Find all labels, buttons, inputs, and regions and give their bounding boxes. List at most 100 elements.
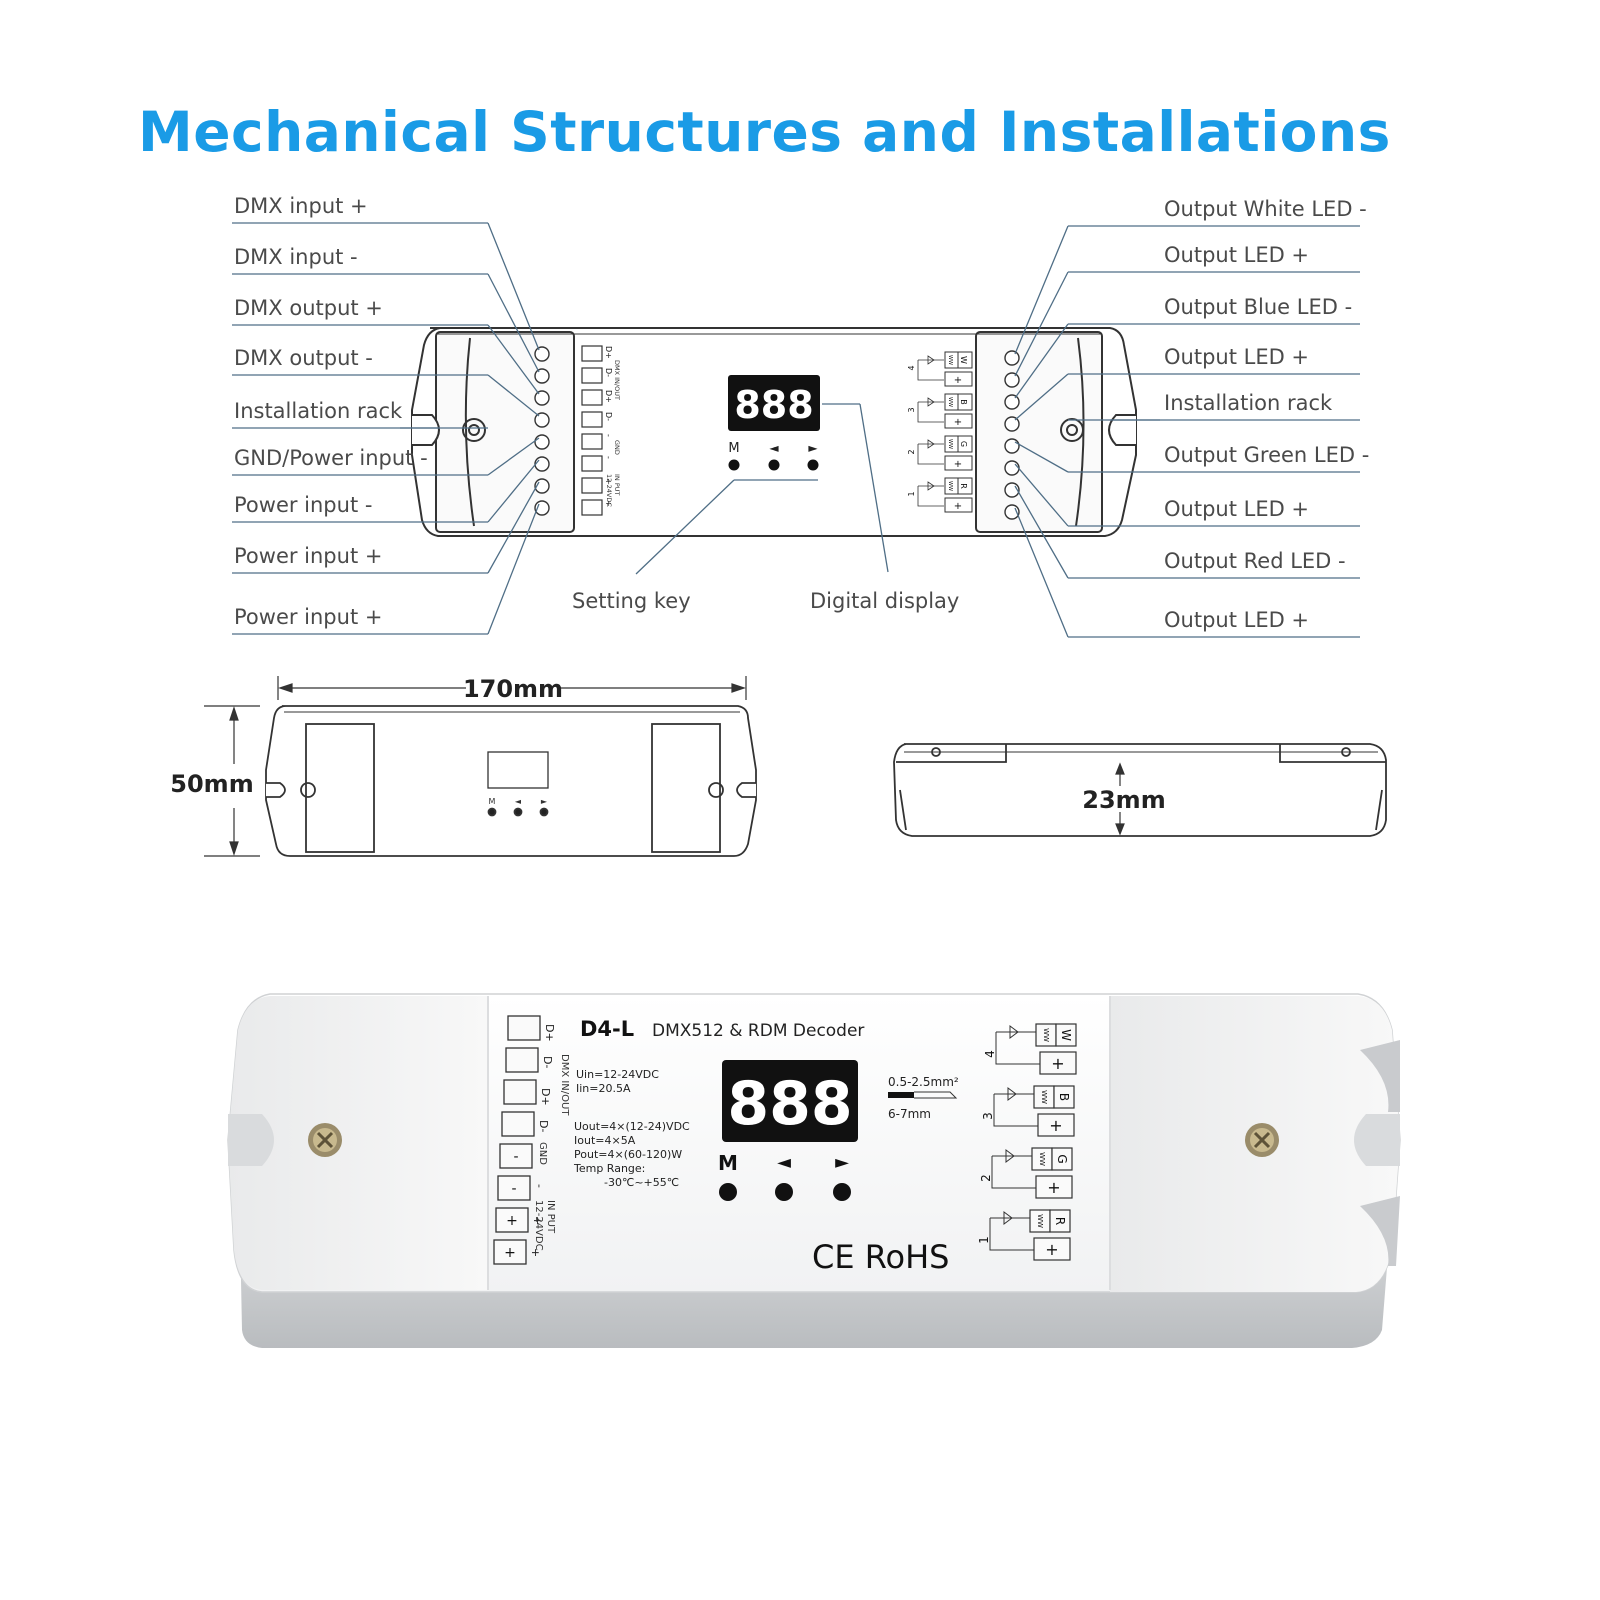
front-dim-view xyxy=(265,705,757,857)
wire-hole xyxy=(534,434,550,450)
leader-line xyxy=(487,437,540,476)
product-channel-number: 4 xyxy=(983,1050,997,1058)
product-key-right-label: ► xyxy=(835,1152,849,1173)
wire-hole xyxy=(534,390,550,406)
top-channel-1: RWW+1 xyxy=(907,477,973,513)
top-channel-plus-label: + xyxy=(954,417,962,428)
product-terminal-sign: - xyxy=(513,1149,518,1165)
product-terminal-group: DMX IN/OUT xyxy=(559,1054,570,1116)
leader-line xyxy=(487,374,540,417)
label-right-5: Output Green LED - xyxy=(1164,443,1369,467)
product-channel-color-box xyxy=(1055,1023,1077,1047)
leader-line xyxy=(487,503,540,635)
top-channel-plus-box xyxy=(944,497,973,513)
label-right-7: Output Red LED - xyxy=(1164,549,1346,573)
led-icon xyxy=(927,439,935,449)
top-keys: M ◄ ► xyxy=(728,441,819,471)
leader-line xyxy=(1014,373,1069,421)
leader-line xyxy=(1014,507,1069,638)
leader-line xyxy=(487,222,540,351)
key-left-button xyxy=(768,459,780,471)
wire-hole xyxy=(1004,460,1020,476)
dim-key-left: ◄ xyxy=(515,797,522,806)
product-terminal-box xyxy=(501,1111,535,1137)
product-channel-number: 1 xyxy=(977,1236,991,1244)
top-channel-plus-label: + xyxy=(954,459,962,470)
top-left-terminal-group: DMX IN/OUT xyxy=(613,360,621,400)
product-channel-wire xyxy=(993,1093,1038,1127)
spec-uout: Uout=4×(12-24)VDC xyxy=(574,1120,690,1133)
leader-line xyxy=(487,273,540,373)
product-terminal-label: - xyxy=(533,1184,546,1188)
leader-line xyxy=(1014,225,1069,355)
product-terminal-group: 12-24VDC xyxy=(533,1200,544,1251)
leader-line xyxy=(487,324,540,395)
top-channel-wire xyxy=(917,359,944,381)
top-channel-plus-box xyxy=(944,413,973,429)
top-channel-plus-label: + xyxy=(954,375,962,386)
top-channel-ww-label: WW xyxy=(947,355,953,365)
product-model: D4-L xyxy=(580,1017,634,1041)
leader-line xyxy=(1014,271,1069,377)
product-terminal-label: D+ xyxy=(543,1024,556,1042)
dim-height: 23mm xyxy=(1082,786,1165,814)
setting-key-label: Setting key xyxy=(572,589,691,613)
label-right-0: Output White LED - xyxy=(1164,197,1367,221)
top-left-terminal-box xyxy=(581,389,603,406)
top-channel-color-box xyxy=(957,351,973,369)
product-channel-color-label: W xyxy=(1059,1029,1073,1041)
top-left-terminal-box xyxy=(581,477,603,494)
product-key-m xyxy=(719,1183,737,1201)
spec-uin: Uin=12-24VDC xyxy=(576,1068,659,1081)
dim-key-m: M xyxy=(489,797,496,806)
product-channel-color-box xyxy=(1051,1147,1073,1171)
product-key-left xyxy=(775,1183,793,1201)
product-terminal-sign: + xyxy=(506,1213,518,1229)
product-terminal-label: D- xyxy=(541,1056,554,1068)
product-channel-wire xyxy=(991,1155,1036,1189)
product-terminal-box xyxy=(503,1079,537,1105)
wire-hole xyxy=(1004,350,1020,366)
product-terminal-box xyxy=(495,1207,529,1233)
product-channel-number: 3 xyxy=(981,1112,995,1120)
product-terminal-group: GND xyxy=(537,1142,548,1165)
top-channel-2: GWW+2 xyxy=(907,435,973,471)
label-right-1: Output LED + xyxy=(1164,243,1309,267)
top-display xyxy=(728,375,820,431)
wire-hole xyxy=(1004,372,1020,388)
cert-mark: CE RoHS xyxy=(812,1238,949,1276)
top-channel-plus-label: + xyxy=(954,501,962,512)
wire-hole xyxy=(534,346,550,362)
product-key-right xyxy=(833,1183,851,1201)
leader-line xyxy=(635,479,735,575)
product-render xyxy=(227,993,1401,1348)
product-channel-plus-box xyxy=(1033,1237,1071,1261)
label-right-3: Output LED + xyxy=(1164,345,1309,369)
labels-right: Output White LED -Output LED +Output Blu… xyxy=(1164,197,1369,632)
product-terminal-box xyxy=(499,1143,533,1169)
leader-line xyxy=(859,403,889,573)
product-terminal-box xyxy=(493,1239,527,1265)
digital-display-label: Digital display xyxy=(810,589,959,613)
led-icon xyxy=(1005,1149,1015,1163)
top-left-terminal-label: + xyxy=(604,500,613,507)
top-left-terminal-box xyxy=(581,345,603,362)
spec-temp: Temp Range: xyxy=(573,1162,645,1175)
wire-icon xyxy=(888,1092,914,1098)
top-channel-plus-box xyxy=(944,371,973,387)
led-icon xyxy=(927,355,935,365)
top-channel-4: WWW+4 xyxy=(907,351,973,387)
product-terminal-box xyxy=(497,1175,531,1201)
wire-hole xyxy=(1004,394,1020,410)
key-right-button xyxy=(807,459,819,471)
dimension-lines xyxy=(204,676,1125,857)
product-terminal-box xyxy=(505,1047,539,1073)
wire-strip-icon xyxy=(914,1091,958,1099)
top-channel-3: BWW+3 xyxy=(907,393,973,429)
label-right-4: Installation rack xyxy=(1164,391,1333,415)
label-left-6: Power input - xyxy=(234,493,372,517)
leader-line xyxy=(1014,441,1069,473)
